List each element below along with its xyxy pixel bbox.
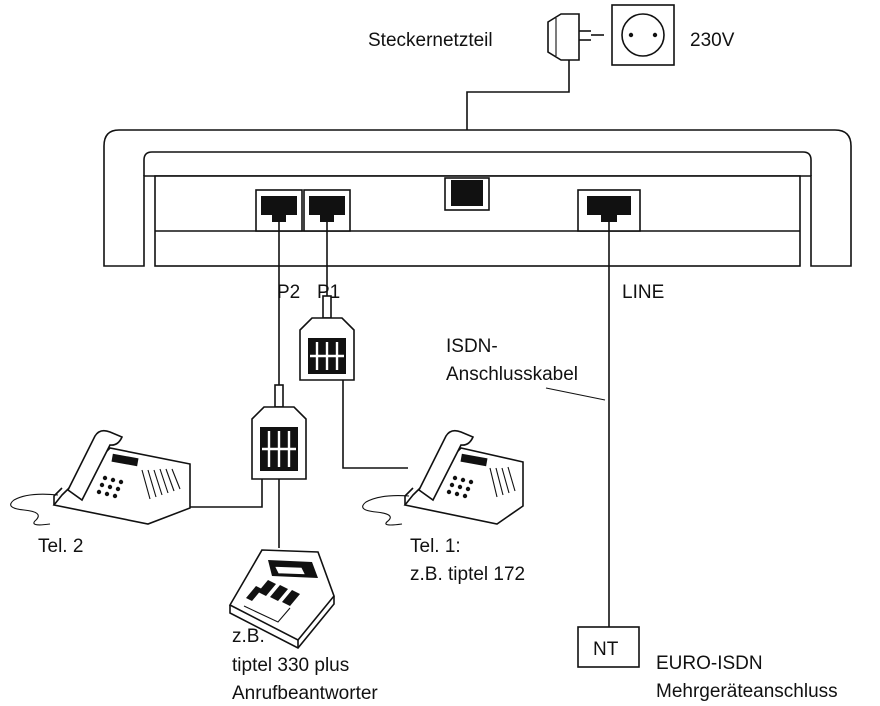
tel1-label-line1: Tel. 1: <box>410 536 461 557</box>
isdn-cable-label-line2: Anschlusskabel <box>446 364 578 385</box>
port-p2-label: P2 <box>277 282 300 303</box>
telephone-icon <box>10 429 191 526</box>
isdn-cable-label-line1: ISDN- <box>446 336 498 357</box>
euro-isdn-label-line2: Mehrgeräteanschluss <box>656 681 838 702</box>
euro-isdn-label-line1: EURO-ISDN <box>656 653 763 674</box>
cable-tel2 <box>185 479 263 508</box>
answering-machine-icon <box>228 549 335 650</box>
wall-socket-icon <box>611 4 675 66</box>
telephone-icon <box>362 429 524 526</box>
answering-label-line1: z.B. <box>232 626 265 647</box>
answering-label-line3: Anrufbeantworter <box>232 683 378 704</box>
splitter-icon <box>251 406 307 480</box>
isdn-cable-pointer <box>545 387 606 401</box>
nt-box-label: NT <box>593 639 619 660</box>
answering-label-line2: tiptel 330 plus <box>232 655 349 676</box>
port-power[interactable] <box>444 177 490 211</box>
power-supply-label: Steckernetzteil <box>368 30 493 51</box>
port-line[interactable] <box>577 189 641 232</box>
port-line-label: LINE <box>622 282 664 303</box>
cable-tel1 <box>342 380 408 469</box>
splitter-icon <box>299 317 355 381</box>
tel2-label: Tel. 2 <box>38 536 83 557</box>
tel1-label-line2: z.B. tiptel 172 <box>410 564 525 585</box>
mains-voltage-label: 230V <box>690 30 735 51</box>
nt-box: NT <box>577 626 640 668</box>
